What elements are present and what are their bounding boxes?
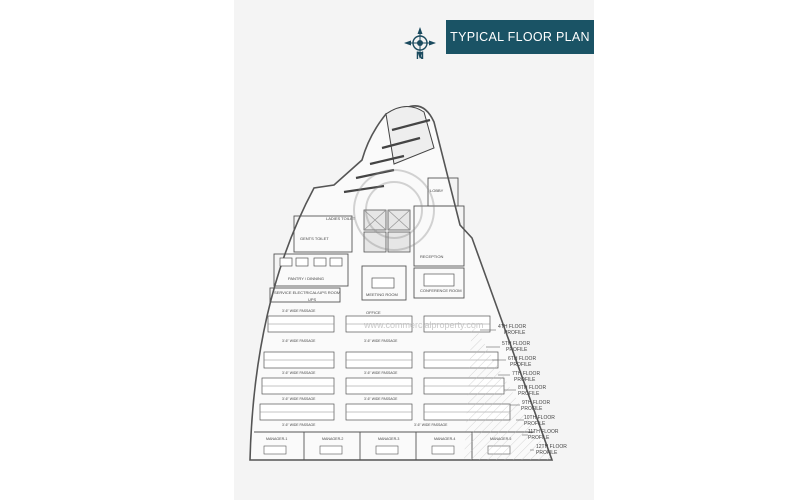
room-meeting: MEETING ROOM [366, 292, 398, 297]
plan-title: TYPICAL FLOOR PLAN [446, 20, 594, 54]
passage-label: 3'-6" WIDE PASSAGE [282, 339, 316, 343]
floor-plan-drawing: LOBBY LADIES TOILET GENTS TOILET PANTRY … [249, 105, 567, 461]
passage-label: 3'-6" WIDE PASSAGE [282, 309, 316, 313]
compass-north-label: N [416, 50, 424, 62]
manager-label: MANAGER-2 [322, 437, 343, 441]
lift-shafts [363, 209, 411, 253]
passage-label: 3'-6" WIDE PASSAGE [282, 397, 316, 401]
room-reception: RECEPTION [420, 254, 443, 259]
manager-label: MANAGER-4 [434, 437, 455, 441]
room-gents-toilet: GENTS TOILET [300, 236, 329, 241]
passage-label: 3'-6" WIDE PASSAGE [414, 423, 448, 427]
watermark-seal [353, 169, 435, 251]
passage-label: 3'-6" WIDE PASSAGE [364, 339, 398, 343]
room-pantry: PANTRY / DINNING [288, 276, 324, 281]
manager-label: MANAGER-5 [490, 437, 511, 441]
watermark-text: www.commercialproperty.com [363, 320, 483, 330]
floor-profile-hatch [464, 322, 552, 460]
service-rooms [269, 177, 465, 303]
passage-label: 3'-6" WIDE PASSAGE [364, 371, 398, 375]
room-ups: UPS [308, 297, 317, 302]
north-compass-icon [404, 27, 436, 59]
room-service: SERVICE ELECTRICAL/UPS ROOM [274, 290, 340, 295]
manager-label: MANAGER-3 [378, 437, 399, 441]
room-ladies-toilet: LADIES TOILET [326, 216, 356, 221]
pantry-tables [279, 257, 455, 289]
floor-profile-leaders [480, 329, 534, 451]
room-conference: CONFERENCE ROOM [420, 288, 462, 293]
stair-core [343, 106, 435, 194]
room-office: OFFICE [366, 310, 381, 315]
manager-label: MANAGER-1 [266, 437, 287, 441]
passage-label: 3'-6" WIDE PASSAGE [364, 397, 398, 401]
room-lobby: LOBBY [430, 188, 444, 193]
passage-label: 3'-6" WIDE PASSAGE [282, 423, 316, 427]
passage-label: 3'-6" WIDE PASSAGE [282, 371, 316, 375]
